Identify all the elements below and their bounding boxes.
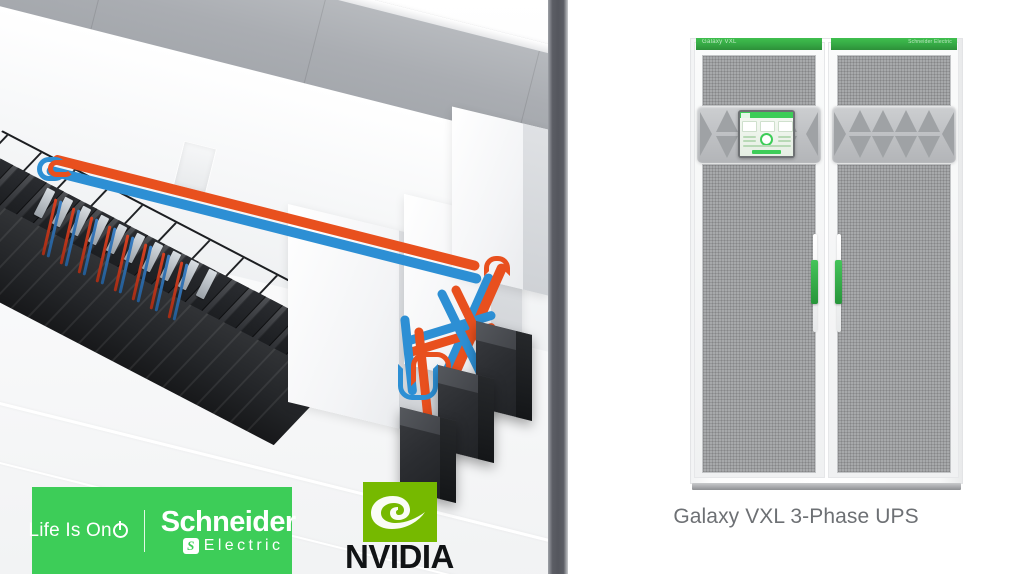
nvidia-wordmark: NVIDIA [345, 538, 454, 574]
ups-mesh-lower-right [837, 164, 951, 473]
hmi-screen[interactable] [740, 112, 793, 156]
nvidia-logo: NVIDIA [345, 482, 465, 574]
coolant-pipe-blue-loop [398, 364, 438, 400]
coolant-pipe-orange-uturn [48, 160, 74, 177]
schneider-brand-lockup: Schneider Electric [160, 505, 296, 554]
ups-touchscreen-hmi[interactable] [738, 110, 795, 158]
ups-base-plinth [692, 483, 961, 490]
nvidia-eye-icon [363, 482, 437, 542]
schneider-brand-secondary: Electric [203, 536, 284, 554]
schneider-electric-logo: Life Is On Schneider Electric [28, 487, 296, 574]
hmi-tile[interactable] [742, 121, 757, 132]
ups-brand-label: Schneider Electric [908, 39, 952, 45]
schneider-brand-primary: Schneider [160, 505, 296, 538]
ups-product-panel: Galaxy VXL Schneider Electric [568, 0, 1024, 574]
ups-door-handle-left[interactable] [811, 260, 818, 304]
coolant-pipe-orange-hook [484, 256, 510, 276]
ups-brand-band-left: Galaxy VXL [696, 38, 822, 50]
schneider-s-mark-icon [182, 537, 199, 554]
logo-divider [143, 509, 145, 552]
render-stage [0, 0, 548, 574]
schneider-tagline-text: Life Is On [28, 519, 112, 541]
coolant-pipe-blue-uturn [37, 157, 67, 181]
ups-model-label: Galaxy VXL [702, 39, 737, 45]
ups-brand-band-right: Schneider Electric [831, 38, 957, 50]
ups-mesh-upper-right [837, 55, 951, 106]
ups-mesh-lower-left [702, 164, 816, 473]
schneider-tagline: Life Is On [28, 519, 128, 542]
power-on-icon [112, 522, 128, 538]
ups-vent-band-right [832, 106, 956, 163]
data-center-render-panel: Life Is On Schneider Electric NVIDIA [0, 0, 548, 574]
hmi-tile[interactable] [778, 121, 793, 132]
galaxy-vxl-ups-unit: Galaxy VXL Schneider Electric [690, 38, 963, 490]
hmi-brand-icon [741, 112, 750, 118]
hmi-tile[interactable] [760, 121, 775, 132]
panel-divider [548, 0, 568, 574]
ups-mesh-upper-left [702, 55, 816, 106]
hmi-topbar [740, 112, 793, 118]
ups-door-handle-right[interactable] [835, 260, 842, 304]
ups-product-caption: Galaxy VXL 3-Phase UPS [673, 505, 919, 528]
